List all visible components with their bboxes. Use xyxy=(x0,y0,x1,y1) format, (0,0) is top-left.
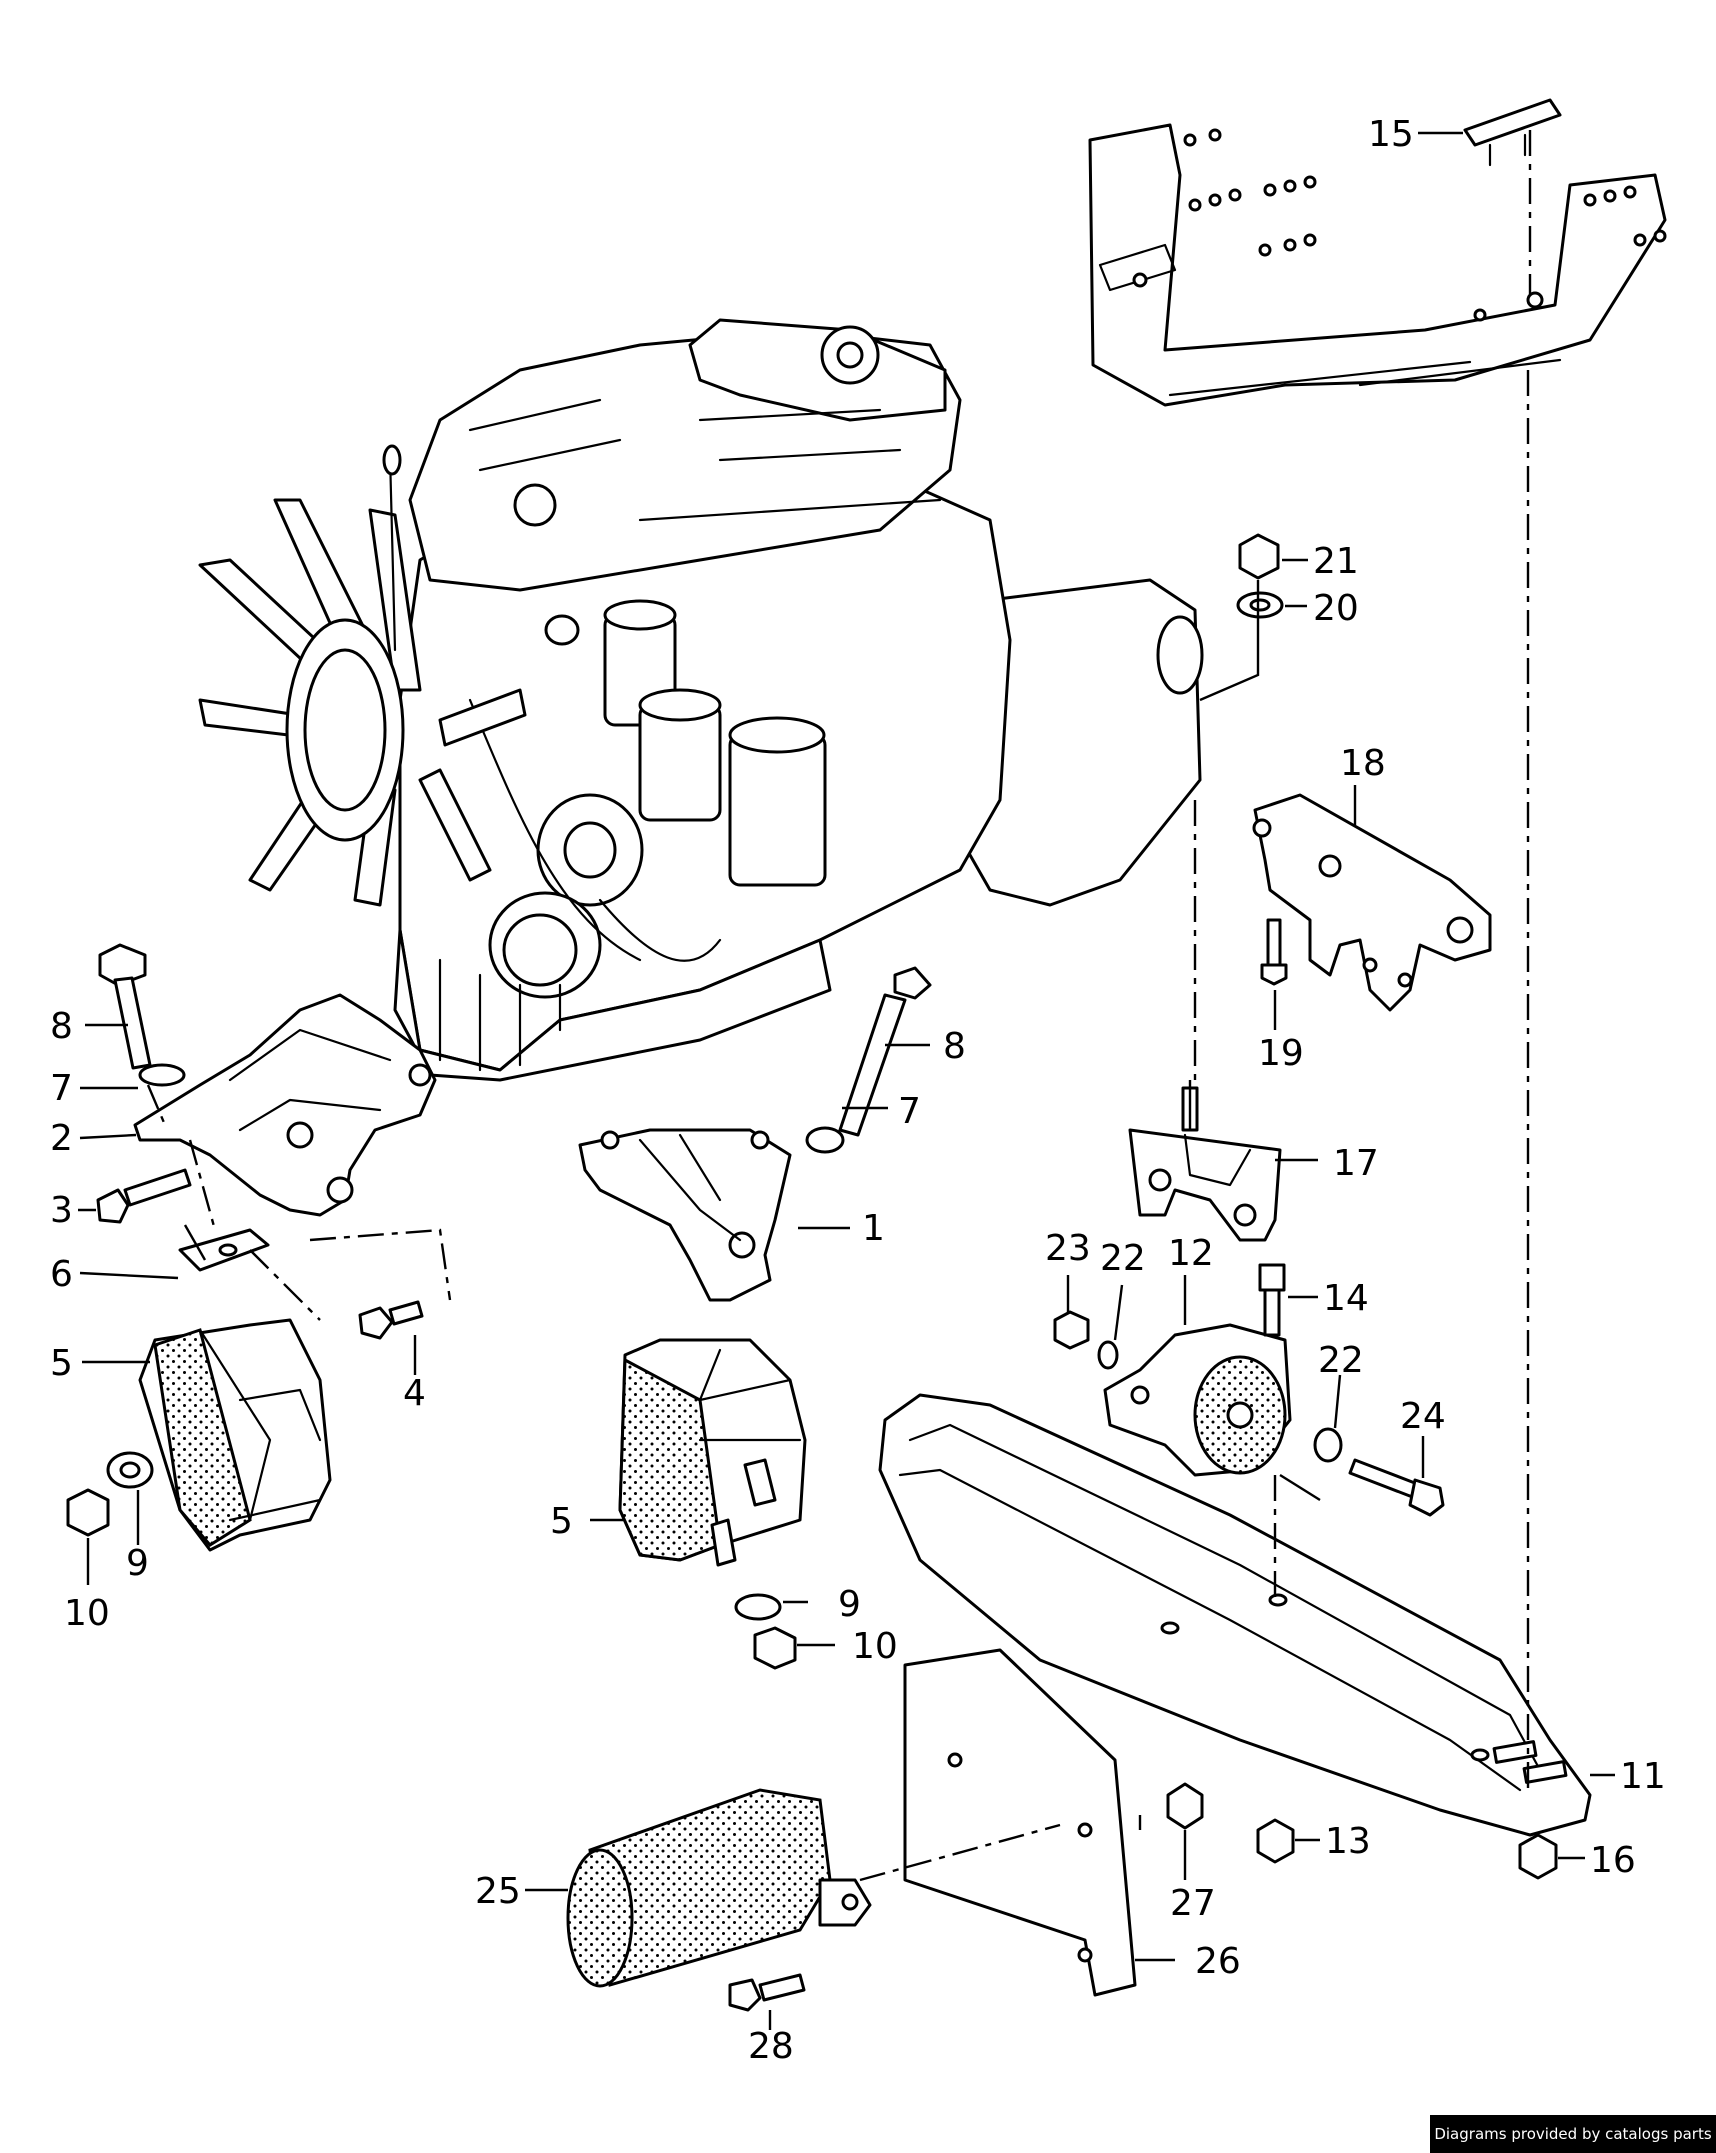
callout-2: 2 xyxy=(50,1118,73,1159)
callout-labels: 15 21 20 18 19 17 23 22 12 14 22 24 11 1… xyxy=(50,114,1666,2067)
callout-10: 10 xyxy=(852,1626,898,1667)
callout-16: 16 xyxy=(1590,1840,1636,1881)
callout-5: 5 xyxy=(50,1343,73,1384)
bracket-17 xyxy=(1128,1086,1282,1242)
callout-9: 9 xyxy=(126,1543,149,1584)
callout-12: 12 xyxy=(1168,1233,1214,1274)
connector-lines xyxy=(146,130,1532,1882)
callout-20: 20 xyxy=(1313,588,1359,629)
callout-15: 15 xyxy=(1368,114,1414,155)
callout-25: 25 xyxy=(475,1871,521,1912)
callout-21: 21 xyxy=(1313,541,1359,582)
engine-assembly xyxy=(198,318,1204,1082)
callout-leaders xyxy=(78,131,1615,2030)
callout-22: 22 xyxy=(1318,1340,1364,1381)
callout-27: 27 xyxy=(1170,1883,1216,1924)
callout-8: 8 xyxy=(50,1006,73,1047)
callout-19: 19 xyxy=(1258,1033,1304,1074)
callout-9: 9 xyxy=(838,1584,861,1625)
nut-washer-21-20 xyxy=(1236,533,1284,619)
nut-16 xyxy=(1518,1833,1558,1880)
callout-17: 17 xyxy=(1333,1143,1379,1184)
nut-27 xyxy=(1166,1782,1204,1830)
callout-10: 10 xyxy=(64,1593,110,1634)
callout-6: 6 xyxy=(50,1254,73,1295)
callout-22: 22 xyxy=(1100,1238,1146,1279)
callout-8: 8 xyxy=(943,1026,966,1067)
callout-1: 1 xyxy=(862,1208,885,1249)
rubber-mount-12 xyxy=(1053,1263,1445,1517)
watermark-label: Diagrams provided by catalogs parts xyxy=(1430,2115,1716,2153)
center-mount-assembly xyxy=(578,966,932,1670)
callout-7: 7 xyxy=(898,1091,921,1132)
callout-26: 26 xyxy=(1195,1941,1241,1982)
callout-24: 24 xyxy=(1400,1396,1446,1437)
callout-7: 7 xyxy=(50,1068,73,1109)
nut-13 xyxy=(1256,1818,1295,1864)
transmission-mount-18 xyxy=(1252,793,1492,1012)
callout-3: 3 xyxy=(50,1190,73,1231)
crossmember-11 xyxy=(878,1393,1592,1837)
fan xyxy=(198,498,527,907)
callout-23: 23 xyxy=(1045,1228,1091,1269)
bolt-28 xyxy=(728,1973,806,2012)
left-mount-assembly xyxy=(66,943,437,1552)
callout-5: 5 xyxy=(550,1501,573,1542)
callout-4: 4 xyxy=(403,1373,426,1414)
plate-26 xyxy=(903,1648,1137,1997)
callout-11: 11 xyxy=(1620,1756,1666,1797)
callout-18: 18 xyxy=(1340,743,1386,784)
transmission-crossmember-top xyxy=(1088,98,1667,407)
damper-25 xyxy=(566,1788,872,1988)
callout-14: 14 xyxy=(1323,1278,1369,1319)
callout-28: 28 xyxy=(748,2026,794,2067)
callout-13: 13 xyxy=(1325,1821,1371,1862)
